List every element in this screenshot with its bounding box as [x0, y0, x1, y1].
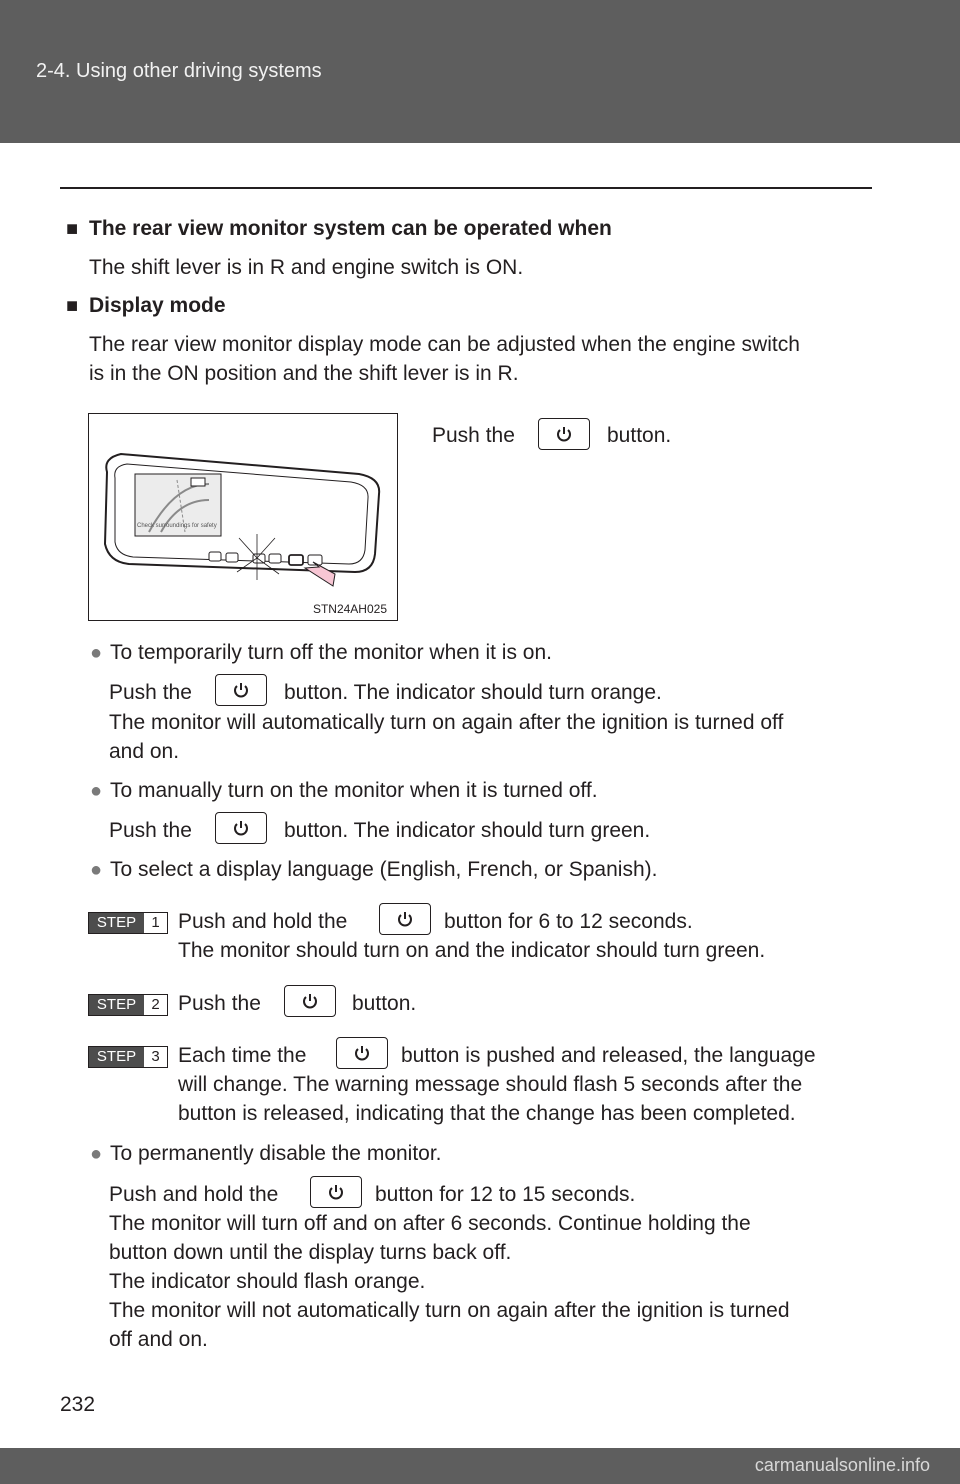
display-heading: Display mode: [89, 294, 226, 317]
square-bullet-icon: ■: [66, 295, 79, 317]
power-icon: [234, 821, 248, 836]
circle-bullet-icon: ●: [90, 1143, 103, 1165]
step-text: button is released, indicating that the …: [178, 1102, 796, 1125]
step-label: STEP: [89, 995, 144, 1015]
bullet-text: Push the: [109, 819, 192, 842]
step-number: 3: [151, 1048, 160, 1065]
bullet-text: To select a display language (English, F…: [110, 858, 658, 881]
bullet-text: The monitor will turn off and on after 6…: [109, 1212, 751, 1235]
bullet-text: Push and hold the: [109, 1183, 279, 1206]
figure-code: STN24AH025: [312, 602, 387, 616]
step-text: will change. The warning message should …: [178, 1073, 803, 1096]
bullet-text: button. The indicator should turn green.: [284, 819, 651, 842]
step-text: button is pushed and released, the langu…: [401, 1044, 816, 1067]
step-text: button for 6 to 12 seconds.: [444, 910, 693, 933]
operate-text: The shift lever is in R and engine switc…: [89, 256, 524, 279]
watermark-bar: carmanualsonline.info: [0, 1448, 960, 1484]
bullet-text: The monitor will automatically turn on a…: [109, 711, 784, 734]
push-instruction: button.: [607, 424, 672, 447]
step-number: 2: [151, 996, 160, 1013]
step-label: STEP: [89, 913, 144, 933]
bullet-text: Push the: [109, 681, 192, 704]
power-icon: [398, 912, 412, 927]
power-icon: [303, 994, 317, 1009]
circle-bullet-icon: ●: [90, 780, 103, 802]
power-button: [336, 1037, 388, 1069]
display-text: is in the ON position and the shift leve…: [89, 362, 519, 385]
power-button: [538, 418, 590, 450]
circle-bullet-icon: ●: [90, 642, 103, 664]
circle-bullet-icon: ●: [90, 859, 103, 881]
square-bullet-icon: ■: [66, 218, 79, 240]
watermark-text: carmanualsonline.info: [754, 1455, 930, 1475]
page-number: 232: [60, 1393, 96, 1416]
display-text: The rear view monitor display mode can b…: [89, 333, 800, 356]
power-button: [215, 674, 267, 706]
step-badge: STEP 1: [88, 912, 168, 934]
step-label: STEP: [89, 1047, 144, 1067]
step-text: Push the: [178, 992, 261, 1015]
section-title: 2-4. Using other driving systems: [36, 60, 322, 82]
divider: [60, 187, 872, 189]
bullet-text: off and on.: [109, 1328, 208, 1351]
step-text: Each time the: [178, 1044, 307, 1067]
bullet-text: button for 12 to 15 seconds.: [375, 1183, 636, 1206]
power-icon: [355, 1046, 369, 1061]
bullet-text: button down until the display turns back…: [109, 1241, 512, 1264]
bullet-text: To temporarily turn off the monitor when…: [110, 641, 552, 664]
bullet-text: button. The indicator should turn orange…: [284, 681, 662, 704]
step-badge: STEP 2: [88, 994, 168, 1016]
bullet-text: and on.: [109, 740, 180, 763]
power-icon: [329, 1185, 343, 1200]
step-text: The monitor should turn on and the indic…: [178, 939, 766, 962]
power-icon: [234, 683, 248, 698]
step-text: Push and hold the: [178, 910, 348, 933]
step-number: 1: [151, 914, 160, 931]
bullet-text: The indicator should flash orange.: [109, 1270, 426, 1293]
power-button: [284, 985, 336, 1017]
mirror-warning-text: Check surroundings for safety: [137, 523, 217, 529]
step-badge: STEP 3: [88, 1046, 168, 1068]
power-button: [379, 903, 431, 935]
power-button: [310, 1176, 362, 1208]
step-text: button.: [352, 992, 417, 1015]
bullet-text: To manually turn on the monitor when it …: [110, 779, 598, 802]
bullet-text: The monitor will not automatically turn …: [109, 1299, 790, 1322]
power-button: [215, 812, 267, 844]
mirror-illustration: Check surroundings for safety STN24AH025: [88, 413, 398, 621]
page-header: 2-4. Using other driving systems: [0, 0, 960, 143]
power-icon: [557, 427, 571, 442]
push-instruction: Push the: [432, 424, 515, 447]
operate-heading: The rear view monitor system can be oper…: [89, 217, 612, 240]
bullet-text: To permanently disable the monitor.: [110, 1142, 442, 1165]
rear-view-mirror-icon: Check surroundings for safety: [103, 452, 381, 587]
